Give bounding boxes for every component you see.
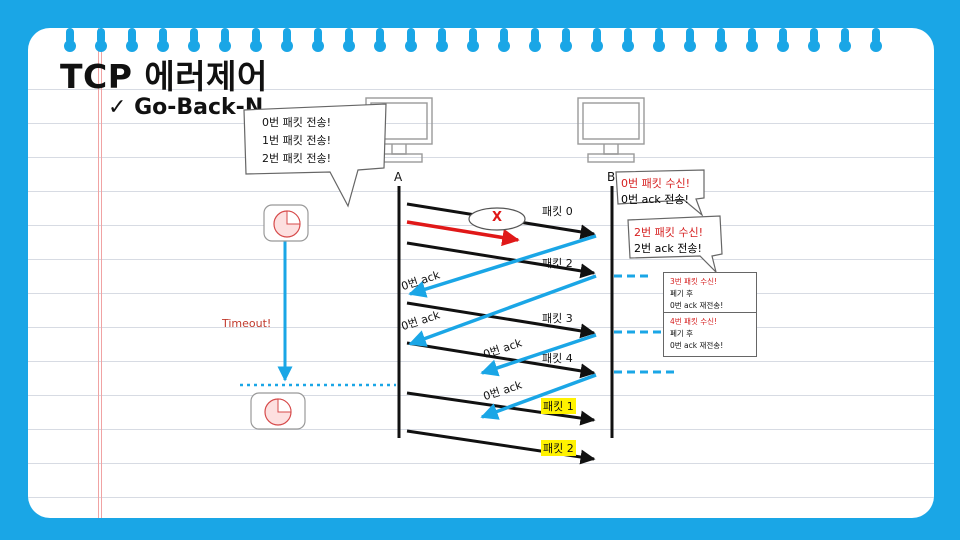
receiver-note-body: 0번 ack 전송! (621, 193, 689, 206)
receiver-note-body: 폐기 후 (670, 289, 694, 298)
binding-hole (95, 28, 107, 52)
retransmitted-packet-label: 패킷 1 (541, 398, 576, 414)
binding-holes (64, 28, 882, 52)
binding-hole (591, 28, 603, 52)
packet-label: 패킷 0 (542, 205, 573, 218)
packet-loss-x: X (492, 210, 503, 225)
ruled-line (28, 157, 934, 158)
slide-title: TCP 에러제어 (60, 57, 268, 96)
receiver-note-body: 폐기 후 (670, 329, 694, 338)
binding-hole (808, 28, 820, 52)
binding-hole (777, 28, 789, 52)
note-bubble-shape (627, 215, 723, 274)
receiver-note-body: 0번 ack 재전송! (670, 341, 724, 350)
packet-loss-marker (468, 207, 526, 231)
receiver-note: 4번 패킷 수신! 폐기 후 0번 ack 재전송! (663, 312, 757, 357)
binding-hole (343, 28, 355, 52)
binding-hole (684, 28, 696, 52)
binding-hole (653, 28, 665, 52)
binding-hole (312, 28, 324, 52)
binding-hole (436, 28, 448, 52)
packet-arrow (406, 301, 596, 339)
binding-hole (219, 28, 231, 52)
binding-hole (560, 28, 572, 52)
speech-bubble: 0번 패킷 전송! 1번 패킷 전송! 2번 패킷 전송! (262, 114, 331, 168)
binding-hole (64, 28, 76, 52)
ack-arrow (408, 274, 597, 347)
packet-label: 패킷 3 (542, 312, 573, 325)
timer-expired-icon (250, 392, 306, 430)
ruled-line (28, 191, 934, 192)
binding-hole (498, 28, 510, 52)
margin-line (101, 28, 102, 518)
slide-subtitle: ✓ Go-Back-N (108, 95, 264, 120)
packet-arrow (406, 391, 596, 426)
receiver-note: 3번 패킷 수신! 폐기 후 0번 ack 재전송! (663, 272, 757, 319)
receiver-computer-icon (577, 97, 645, 163)
ruled-line (28, 429, 934, 430)
receiver-note-head: 0번 패킷 수신! (621, 177, 691, 190)
ruled-line (28, 293, 934, 294)
binding-hole (188, 28, 200, 52)
ack-arrow (480, 333, 597, 377)
binding-hole (870, 28, 882, 52)
receiver-note-body: 2번 ack 전송! (634, 242, 702, 255)
note-bubble-shape (615, 169, 705, 217)
timeout-label: Timeout! (222, 317, 272, 330)
receiver-note-head: 2번 패킷 수신! (634, 226, 704, 239)
receiver-note-body: 0번 ack 재전송! (670, 301, 724, 310)
receiver-note: 2번 패킷 수신! 2번 ack 전송! (634, 225, 703, 257)
ruled-line (28, 123, 934, 124)
ruled-line (28, 89, 934, 90)
binding-hole (126, 28, 138, 52)
binding-hole (529, 28, 541, 52)
receiver-note-head: 4번 패킷 수신! (670, 317, 718, 326)
binding-hole (250, 28, 262, 52)
ruled-line (28, 497, 934, 498)
receiver-note-head: 3번 패킷 수신! (670, 277, 718, 286)
ruled-line (28, 395, 934, 396)
packet-arrow (406, 341, 596, 379)
binding-hole (467, 28, 479, 52)
margin-line (98, 28, 99, 518)
binding-hole (405, 28, 417, 52)
packet-label: 패킷 4 (542, 352, 573, 365)
ruled-line (28, 259, 934, 260)
binding-hole (839, 28, 851, 52)
speech-line: 0번 패킷 전송! (262, 116, 332, 129)
binding-hole (281, 28, 293, 52)
speech-bubble-shape (243, 103, 387, 208)
sender-label: A (394, 170, 403, 184)
packet-arrow (406, 241, 596, 279)
retransmitted-packet-label: 패킷 2 (541, 440, 576, 456)
binding-hole (622, 28, 634, 52)
ack-arrow (408, 234, 597, 298)
binding-hole (157, 28, 169, 52)
timer-start-icon (263, 204, 309, 242)
ruled-line (28, 463, 934, 464)
binding-hole (715, 28, 727, 52)
ack-arrow (480, 373, 597, 420)
lost-packet-arrow (406, 220, 520, 247)
ruled-line (28, 327, 934, 328)
binding-hole (746, 28, 758, 52)
speech-line: 1번 패킷 전송! (262, 134, 332, 147)
receiver-label: B (607, 170, 616, 184)
speech-line: 2번 패킷 전송! (262, 152, 332, 165)
receiver-note: 0번 패킷 수신! 0번 ack 전송! (621, 176, 690, 208)
binding-hole (374, 28, 386, 52)
packet-label: 패킷 2 (542, 257, 573, 270)
